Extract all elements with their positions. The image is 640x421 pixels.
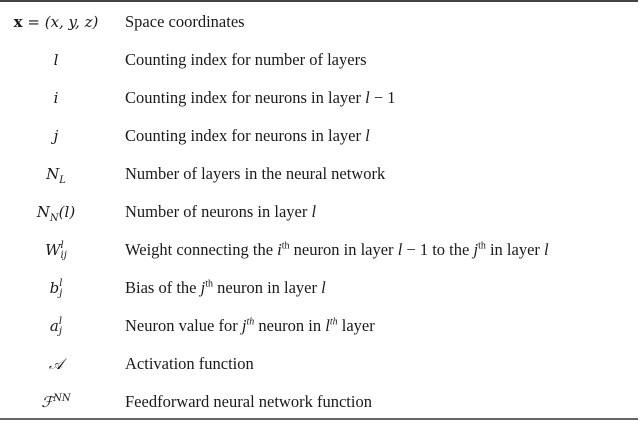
table-row: 𝒜 Activation function — [0, 352, 640, 376]
table-row: j Counting index for neurons in layer l — [0, 124, 640, 148]
table-row: NN(l) Number of neurons in layer l — [0, 200, 640, 224]
description-cell: Counting index for neurons in layer l − … — [125, 88, 396, 107]
table-row: i Counting index for neurons in layer l … — [0, 86, 640, 110]
symbol-cell: ℱNN — [41, 393, 71, 411]
description-cell: Counting index for number of layers — [125, 50, 367, 69]
description-cell: Feedforward neural network function — [125, 392, 372, 411]
table-row: NL Number of layers in the neural networ… — [0, 162, 640, 186]
description-cell: Counting index for neurons in layer l — [125, 126, 370, 145]
table-row: ℱNN Feedforward neural network function — [0, 390, 640, 414]
bottom-rule — [0, 418, 638, 420]
symbol-cell: j — [53, 127, 59, 145]
description-cell: Space coordinates — [125, 12, 245, 31]
table-row: l Counting index for number of layers — [0, 48, 640, 72]
symbol-cell: l — [53, 51, 59, 69]
description-cell: Number of layers in the neural network — [125, 164, 386, 183]
description-cell: Activation function — [125, 354, 254, 373]
symbol-cell: NL — [46, 165, 66, 186]
symbol-cell: i — [53, 89, 59, 107]
description-cell: Neuron value for jth neuron in lth layer — [125, 316, 375, 335]
description-cell: Weight connecting the ith neuron in laye… — [125, 240, 549, 259]
top-rule — [0, 0, 638, 2]
symbol-cell: 𝒜 — [48, 355, 64, 373]
symbol-cell: NN(l) — [36, 203, 76, 224]
description-cell: Number of neurons in layer l — [125, 202, 317, 221]
table-row: x = (x, y, z) Space coordinates — [0, 10, 640, 34]
symbol-cell: x = (x, y, z) — [13, 13, 99, 31]
description-cell: Bias of the jth neuron in layer l — [125, 278, 326, 297]
